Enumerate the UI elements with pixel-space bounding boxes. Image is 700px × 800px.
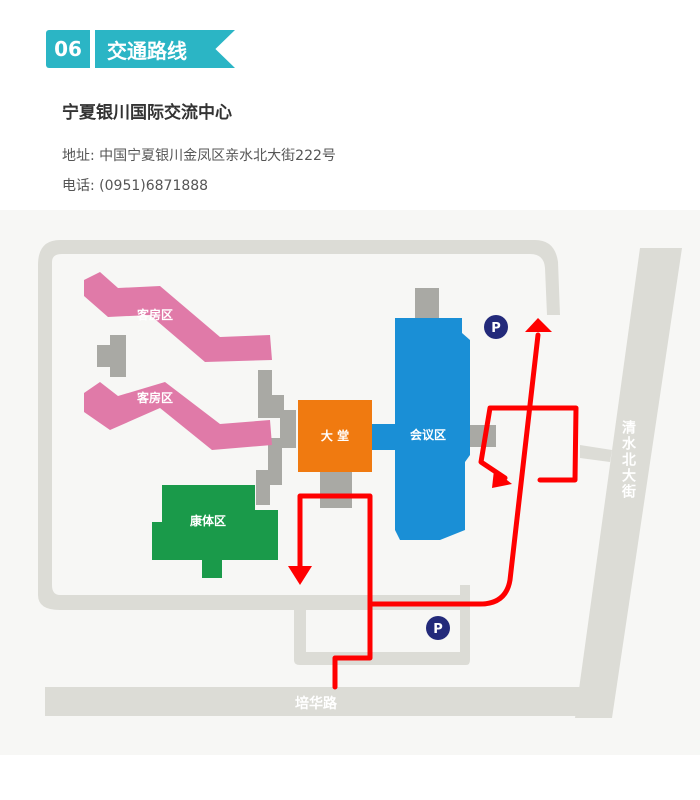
parking-icon-bottom: P xyxy=(433,622,443,637)
section-number: 06 xyxy=(46,30,90,68)
route-path xyxy=(297,332,579,690)
qingshui-road xyxy=(575,248,682,718)
route-arrow-loop xyxy=(492,470,512,488)
parking-top xyxy=(484,315,508,339)
guest-room-wing-1 xyxy=(84,272,272,362)
route-arrow-up xyxy=(525,318,552,332)
guest-room-label-2: 客房区 xyxy=(136,390,173,405)
venue-name: 宁夏银川国际交流中心 xyxy=(62,103,232,123)
route-loop xyxy=(478,405,579,483)
route-inbound xyxy=(297,493,373,690)
section-title: 交通路线 xyxy=(95,30,235,68)
lobby-label: 大 堂 xyxy=(321,428,349,443)
corridor-connector xyxy=(256,370,296,505)
fitness-building xyxy=(152,485,278,578)
route-east xyxy=(367,332,541,607)
guest-connector-stem xyxy=(110,335,126,377)
fitness-label: 康体区 xyxy=(190,513,226,528)
driveway-loop xyxy=(294,585,470,665)
peihua-road xyxy=(45,687,588,716)
parking-bottom xyxy=(426,616,450,640)
site-map: 培华路 清水北大街 客房区 客房区 大 堂 会议区 康体区 P P xyxy=(0,210,700,755)
venue-phone: 电话: (0951)6871888 xyxy=(62,178,209,194)
route-arrow-down xyxy=(288,566,312,585)
road-label-right: 清水北大街 xyxy=(620,419,637,500)
lobby-entrance xyxy=(320,472,352,508)
lobby-building xyxy=(298,400,372,472)
parking-icon-top: P xyxy=(491,321,501,336)
conference-lobby-link xyxy=(372,424,397,450)
conference-top-connector xyxy=(415,288,439,318)
road-label-bottom: 培华路 xyxy=(295,695,338,712)
guest-room-label-1: 客房区 xyxy=(136,307,173,322)
guest-room-wing-2 xyxy=(84,382,272,450)
conference-label: 会议区 xyxy=(410,427,446,442)
conference-building xyxy=(395,318,470,540)
venue-address: 地址: 中国宁夏银川金凤区亲水北大街222号 xyxy=(62,148,336,164)
side-road-right xyxy=(580,445,612,462)
